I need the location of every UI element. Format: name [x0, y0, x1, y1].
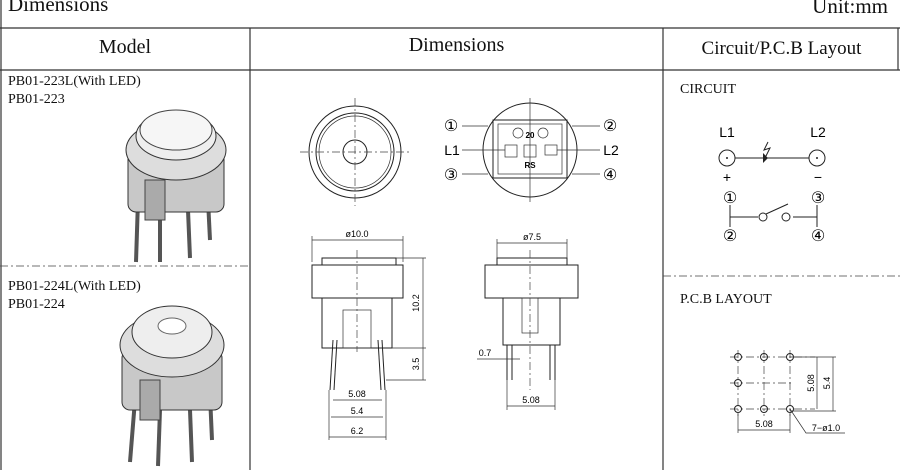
circuit-plus: + — [723, 169, 731, 185]
pcb-dim-5-08-h: 5.08 — [755, 419, 773, 429]
pcb-dim-5-08-v: 5.08 — [806, 374, 816, 392]
l2-label: L2 — [603, 142, 619, 158]
pin-3-label: ③ — [444, 167, 458, 184]
circuit-pin-3: ③ — [811, 190, 825, 207]
circuit-pin-1: ① — [723, 190, 737, 207]
dim-width-6-2: 6.2 — [351, 426, 364, 436]
circuit-pin-2: ② — [723, 228, 737, 245]
pcb-holes — [734, 353, 794, 413]
pcb-holes-spec: 7−ø1.0 — [812, 423, 840, 433]
top-view-led: 20 RS ① ② L1 L2 ③ ④ — [444, 98, 619, 202]
led-diode-icon — [763, 153, 768, 163]
led-mark-top: 20 — [526, 131, 535, 140]
pin-4-label: ④ — [603, 167, 617, 184]
dim-pitch-5-08: 5.08 — [348, 389, 366, 399]
circuit-diagram: L1 L2 + − ① ③ ② ④ — [718, 124, 826, 245]
pcb-dim-5-4: 5.4 — [822, 377, 832, 390]
header-dimensions: Dimensions — [408, 34, 505, 56]
unit-label: Unit:mm — [812, 0, 888, 18]
dim-height-10-2: 10.2 — [411, 294, 421, 312]
page-title: Dimensions — [8, 0, 109, 16]
dim-width-5-4: 5.4 — [351, 406, 364, 416]
circuit-l2: L2 — [810, 124, 826, 140]
switch-icon — [765, 203, 789, 215]
circuit-pin-4: ④ — [811, 228, 825, 245]
model-1-led-name: PB01-223L(With LED) — [8, 74, 141, 89]
pcb-layout: 5.08 5.4 5.08 7−ø1.0 — [730, 350, 845, 434]
l1-label: L1 — [444, 142, 460, 158]
led-mark-bottom: RS — [524, 161, 536, 170]
pcb-label: P.C.B LAYOUT — [680, 292, 772, 307]
pin-1-label: ① — [444, 118, 458, 135]
header-model: Model — [98, 36, 152, 58]
pin-2-label: ② — [603, 118, 617, 135]
side-view: ø7.5 0.7 5.08 — [477, 232, 579, 410]
dim-pin-3-5: 3.5 — [411, 358, 421, 371]
circuit-label: CIRCUIT — [680, 82, 736, 97]
dim-pin-width-0-7: 0.7 — [479, 348, 492, 358]
model-2-name: PB01-224 — [8, 297, 65, 312]
circuit-l1: L1 — [719, 124, 735, 140]
switch-photo-1 — [125, 109, 227, 263]
switch-photo-2 — [119, 305, 225, 467]
top-view-cap — [300, 98, 410, 206]
model-1-name: PB01-223 — [8, 92, 65, 107]
header-circuit: Circuit/P.C.B Layout — [701, 38, 862, 59]
model-1: PB01-223L(With LED) PB01-223 — [8, 73, 141, 109]
dim-diameter-10: ø10.0 — [345, 229, 368, 239]
circuit-minus: − — [814, 169, 822, 185]
model-2: PB01-224L(With LED) PB01-224 — [8, 278, 141, 314]
model-2-led-name: PB01-224L(With LED) — [8, 279, 141, 294]
dim-pitch-side-5-08: 5.08 — [522, 395, 540, 405]
dim-diameter-7-5: ø7.5 — [523, 232, 541, 242]
front-side-view: ø10.0 10.2 3.5 5.08 5.4 6.2 — [311, 229, 426, 440]
